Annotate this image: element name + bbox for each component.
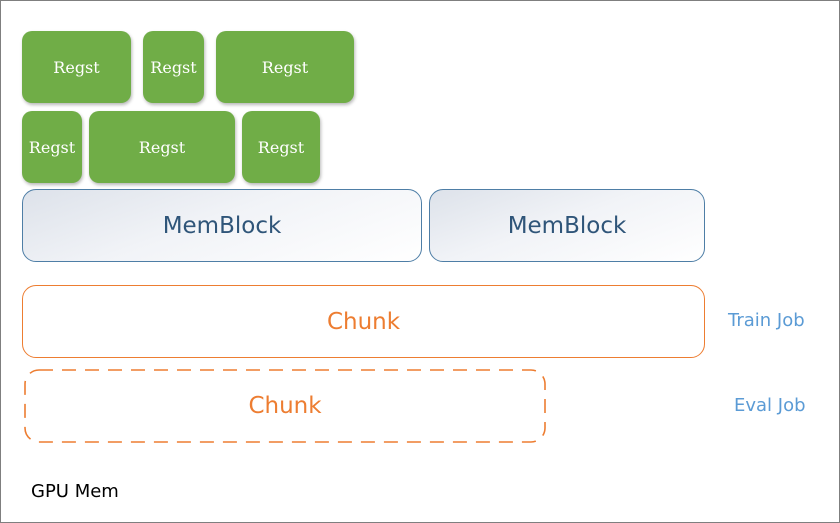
memblock: MemBlock — [22, 189, 422, 262]
train-chunk: Chunk — [22, 285, 705, 358]
regst-block: Regst — [242, 111, 320, 183]
memblock-label: MemBlock — [507, 212, 627, 239]
eval-chunk-dashed-border — [24, 369, 546, 443]
regst-label: Regst — [261, 57, 309, 77]
train-chunk-label: Chunk — [326, 308, 401, 335]
gpu-mem-label: GPU Mem — [31, 481, 119, 502]
train-job-label: Train Job — [728, 310, 805, 331]
regst-block: Regst — [22, 31, 131, 103]
regst-label: Regst — [150, 57, 197, 77]
regst-label: Regst — [138, 137, 186, 157]
memblock-label: MemBlock — [162, 212, 282, 239]
regst-label: Regst — [28, 137, 76, 157]
regst-block: Regst — [22, 111, 82, 183]
eval-job-label: Eval Job — [734, 395, 806, 416]
eval-chunk-label: Chunk — [248, 393, 322, 419]
regst-block: Regst — [89, 111, 235, 183]
regst-label: Regst — [53, 57, 100, 77]
regst-label: Regst — [257, 137, 305, 157]
eval-chunk: Chunk — [24, 369, 546, 443]
regst-block: Regst — [143, 31, 204, 103]
regst-block: Regst — [216, 31, 354, 103]
memblock: MemBlock — [429, 189, 705, 262]
